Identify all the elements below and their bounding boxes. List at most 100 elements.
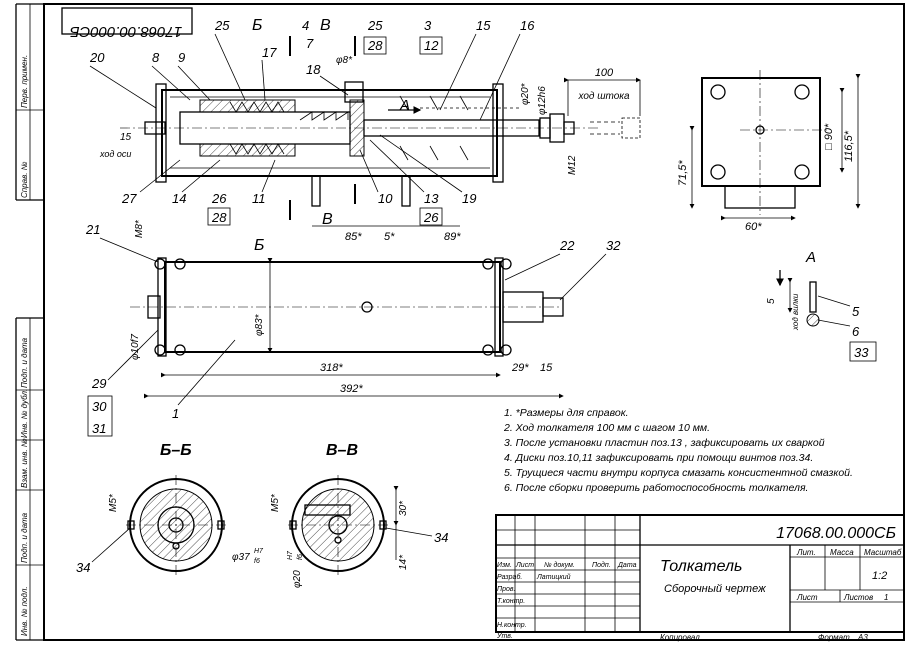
fit-d37-bottom: f6 [254, 558, 260, 565]
label-masshtab: Масштаб [864, 548, 902, 557]
fit-d20-bottom: f6 [297, 554, 304, 560]
fit-d37-top: H7 [254, 548, 264, 555]
dim-d83: φ83* [254, 313, 265, 336]
callout-34a: 34 [76, 560, 90, 575]
stamp-sprav-nomer: Справ. № [20, 161, 29, 198]
col-izm: Изм. [497, 562, 512, 569]
callout-6: 6 [852, 324, 860, 339]
stamp-inv-podl: Инв. № подл. [20, 586, 29, 636]
callout-17: 17 [262, 45, 277, 60]
callout-15: 15 [476, 18, 491, 33]
note-2: 2. Ход толкателя 100 мм с шагом 10 мм. [503, 422, 710, 434]
label-lit: Лит. [796, 548, 816, 557]
view-arrow-a: А [399, 97, 410, 114]
dim-axle-15: 15 [120, 132, 132, 143]
note-3: 3. После установки пластин поз.13 , зафи… [504, 437, 825, 449]
callout-19: 19 [462, 191, 476, 206]
razrab-name: Латицкий [536, 573, 571, 581]
format-value: А3 [857, 633, 868, 642]
title-block: 17068.00.000СБ Толкатель Сборочный черте… [495, 514, 905, 642]
col-podp: Подп. [592, 561, 611, 569]
section-mark-v-top: В [320, 17, 331, 34]
stamp-podp-data-2: Подп. и дата [20, 512, 29, 563]
main-view: 100 ход штока φ20* φ12h6 M12 φ8* 15 ход … [99, 17, 641, 254]
dim-60: 60* [745, 221, 762, 233]
dim-100: 100 [595, 67, 614, 79]
note-4: 4. Диски поз.10,11 зафиксировать при пом… [504, 452, 813, 464]
dim-m8: M8* [134, 219, 145, 238]
sheet-frame [43, 3, 905, 641]
callout-22: 22 [559, 238, 575, 253]
dim-318: 318* [320, 362, 343, 374]
dim-d10f7: φ10f7 [130, 334, 141, 360]
view-a-title: А [805, 249, 816, 266]
callout-14: 14 [172, 191, 186, 206]
stamp-perv-primen: Перв. примен. [20, 55, 29, 108]
fit-d20-top: H7 [287, 550, 294, 560]
title-part-name: Толкатель [660, 558, 742, 575]
title-doc-type: Сборочный чертеж [664, 583, 766, 595]
label-listov: Листов [843, 593, 873, 602]
dim-5: 5* [384, 231, 395, 243]
dim-116: 116,5* [843, 130, 855, 162]
title-drawing-number: 17068.00.000СБ [776, 525, 896, 542]
callout-12: 12 [424, 38, 439, 53]
view-a: А 5 ход вилки 5 6 33 [766, 249, 877, 362]
dim-sq90: □ 90* [823, 123, 835, 150]
callout-34b: 34 [434, 530, 448, 545]
dim-29: 29* [511, 362, 529, 374]
dim-axle-label: ход оси [99, 149, 131, 159]
dim-30: 30* [398, 500, 409, 516]
label-list: Лист [796, 593, 818, 602]
callout-18: 18 [306, 62, 321, 77]
callout-1: 1 [172, 406, 179, 421]
callout-9: 9 [178, 50, 185, 65]
stamp-podp-data-1: Подп. и дата [20, 337, 29, 388]
row-tkontr: Т.контр. [497, 598, 525, 605]
callout-26a: 26 [211, 191, 227, 206]
row-utv: Утв. [496, 633, 513, 640]
dim-m5-vv: M5* [270, 493, 281, 512]
section-mark-b-bottom: Б [254, 237, 264, 254]
dim-14: 14* [398, 554, 409, 570]
number-box-top [61, 7, 193, 35]
row-nkontr: Н.контр. [497, 622, 527, 629]
callout-13: 13 [424, 191, 439, 206]
note-6: 6. После сборки проверить работоспособно… [504, 482, 808, 494]
technical-notes: 1. *Размеры для справок. 2. Ход толкател… [503, 407, 853, 494]
callout-5: 5 [852, 304, 860, 319]
callout-7: 7 [306, 36, 314, 51]
listov-value: 1 [884, 593, 888, 602]
section-vv: В–В M5* φ20 H7 f6 30* 14* 34 [270, 442, 448, 588]
callout-32: 32 [606, 238, 621, 253]
callout-3: 3 [424, 18, 432, 33]
label-format: Формат [818, 633, 850, 642]
col-ndoc: № докум. [544, 561, 575, 569]
mirrored-drawing-number: 17068.00.000СБ [70, 23, 183, 40]
callout-8: 8 [152, 50, 160, 65]
dim-m5-bb: M5* [108, 493, 119, 512]
callout-28a: 28 [367, 38, 383, 53]
section-mark-v-bottom: В [322, 211, 333, 228]
dim-d37: φ37 [232, 552, 250, 563]
callouts-main: 20 8 9 25 17 4 7 25 28 3 12 15 16 18 27 … [89, 18, 535, 226]
stamp-inv-dubl: Инв. № дубл. [20, 389, 29, 438]
dim-15-plan: 15 [540, 362, 553, 374]
dim-85: 85* [345, 231, 362, 243]
callout-20: 20 [89, 50, 105, 65]
dim-392: 392* [340, 383, 363, 395]
note-5: 5. Трущиеся части внутри корпуса смазать… [504, 467, 853, 479]
label-massa: Масса [830, 548, 854, 557]
dim-a-label: ход вилки [791, 293, 800, 331]
dim-d20-vv: φ20 [292, 570, 303, 588]
callout-21: 21 [85, 222, 100, 237]
section-vv-title: В–В [326, 442, 358, 459]
section-bb-title: Б–Б [160, 442, 192, 459]
section-bb: Б–Б M5* φ37 H7 f6 34 [76, 442, 264, 575]
callout-16: 16 [520, 18, 535, 33]
section-mark-b-top: Б [252, 17, 262, 34]
callout-26b: 26 [423, 210, 439, 225]
callout-4: 4 [302, 18, 309, 33]
